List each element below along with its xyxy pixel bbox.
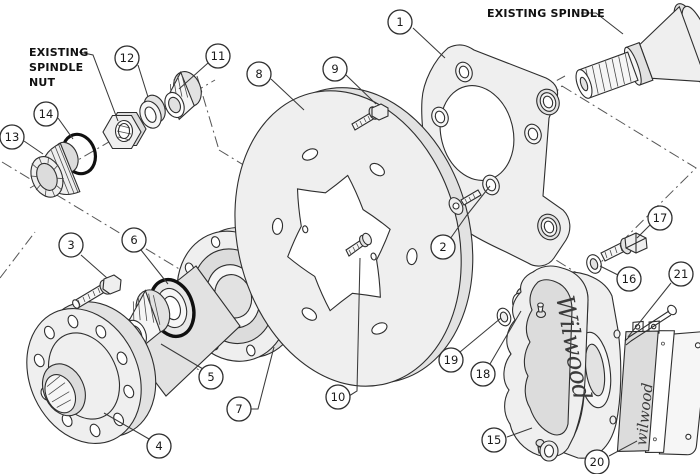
callout-14: 14 <box>33 101 74 140</box>
callout-5: 5 <box>160 343 224 390</box>
callout-circle <box>246 61 272 87</box>
label-existing-spindle-nut: EXISTING SPINDLE NUT <box>29 46 119 122</box>
callout-number: 9 <box>331 62 338 76</box>
callout-17: 17 <box>636 205 673 239</box>
rotor-stud <box>345 232 372 257</box>
callout-number: 19 <box>444 353 459 367</box>
callout-number: 17 <box>653 211 668 225</box>
outer-bearing <box>164 71 202 121</box>
label-text: EXISTING SPINDLE <box>487 7 605 20</box>
cotter-pin <box>624 304 677 346</box>
callout-circle <box>0 124 25 150</box>
callout-number: 12 <box>120 51 135 65</box>
callout-circle <box>481 427 507 453</box>
callout-circle <box>226 396 252 422</box>
callout-1: 1 <box>387 9 446 59</box>
caliper-shim-washer-small <box>496 307 512 327</box>
callout-8: 8 <box>246 61 305 111</box>
caliper-bolt <box>600 232 648 262</box>
callout-number: 3 <box>67 238 74 252</box>
callout-number: 13 <box>5 130 20 144</box>
callout-3: 3 <box>58 232 108 279</box>
callout-number: 4 <box>155 439 162 453</box>
hub <box>26 301 157 444</box>
rotor-center-lobed-hole <box>287 174 391 312</box>
existing-spindle <box>575 3 700 99</box>
callout-number: 15 <box>487 433 502 447</box>
callout-10: 10 <box>325 257 361 410</box>
dust-cap <box>30 141 81 198</box>
callout-7: 7 <box>226 346 275 422</box>
wheel-stud <box>72 274 122 309</box>
label-text: NUT <box>29 76 56 89</box>
outer-pad-friction-face <box>616 330 659 453</box>
callout-circle <box>146 433 172 459</box>
callout-15: 15 <box>481 427 533 453</box>
callout-circle <box>616 266 642 292</box>
callout-number: 8 <box>255 67 262 81</box>
callout-18: 18 <box>470 310 522 387</box>
callout-2: 2 <box>430 185 491 260</box>
label-text: SPINDLE <box>29 61 83 74</box>
callout-number: 20 <box>590 455 605 469</box>
callout-circle <box>668 261 694 287</box>
callout-circle <box>198 364 224 390</box>
label-existing-spindle: EXISTING SPINDLE <box>487 7 624 35</box>
callout-circle <box>58 232 84 258</box>
callout-circle <box>114 45 140 71</box>
caliper-name-panel <box>523 279 573 436</box>
callout-circle <box>325 384 351 410</box>
callout-4: 4 <box>103 412 172 459</box>
bracket-bolt <box>448 189 482 215</box>
callout-circle <box>33 101 59 127</box>
callout-12: 12 <box>114 45 149 98</box>
callout-number: 16 <box>622 272 637 286</box>
callout-number: 18 <box>476 367 491 381</box>
callout-circle <box>121 227 147 253</box>
callout-circle <box>430 234 456 260</box>
bracket-countersunk-holes <box>431 61 542 196</box>
callout-11: 11 <box>178 43 231 90</box>
callout-number: 7 <box>235 402 242 416</box>
callout-circle <box>205 43 231 69</box>
callout-9: 9 <box>322 56 377 105</box>
brake-pads <box>616 320 700 456</box>
callout-13: 13 <box>0 124 44 155</box>
brake-rotor <box>234 87 474 387</box>
callout-circle <box>470 361 496 387</box>
caliper-bleed-screw-top <box>535 302 547 319</box>
callout-16: 16 <box>599 265 642 292</box>
callout-number: 14 <box>39 107 54 121</box>
label-text: EXISTING <box>29 46 88 59</box>
callout-19: 19 <box>438 317 502 373</box>
bracket-caliper-bosses <box>536 88 561 241</box>
callout-number: 5 <box>207 370 214 384</box>
callout-circle <box>322 56 348 82</box>
rotor-slot-holes <box>271 148 418 335</box>
callout-20: 20 <box>584 440 638 474</box>
callout-circle <box>438 347 464 373</box>
callout-number: 10 <box>331 390 346 404</box>
callout-number: 11 <box>211 49 226 63</box>
rotor-bolt <box>351 103 389 131</box>
callout-number: 21 <box>674 267 689 281</box>
callout-21: 21 <box>627 261 694 338</box>
callout-circle <box>387 9 413 35</box>
spindle-nut <box>102 111 147 150</box>
brake-caliper <box>503 265 622 462</box>
spindle-washer <box>139 94 166 129</box>
callout-number: 2 <box>439 240 446 254</box>
callout-number: 1 <box>396 15 403 29</box>
callout-circle <box>647 205 673 231</box>
callout-circle <box>584 449 610 474</box>
callout-number: 6 <box>130 233 137 247</box>
caliper-washer <box>586 254 602 274</box>
callout-6: 6 <box>121 227 169 285</box>
